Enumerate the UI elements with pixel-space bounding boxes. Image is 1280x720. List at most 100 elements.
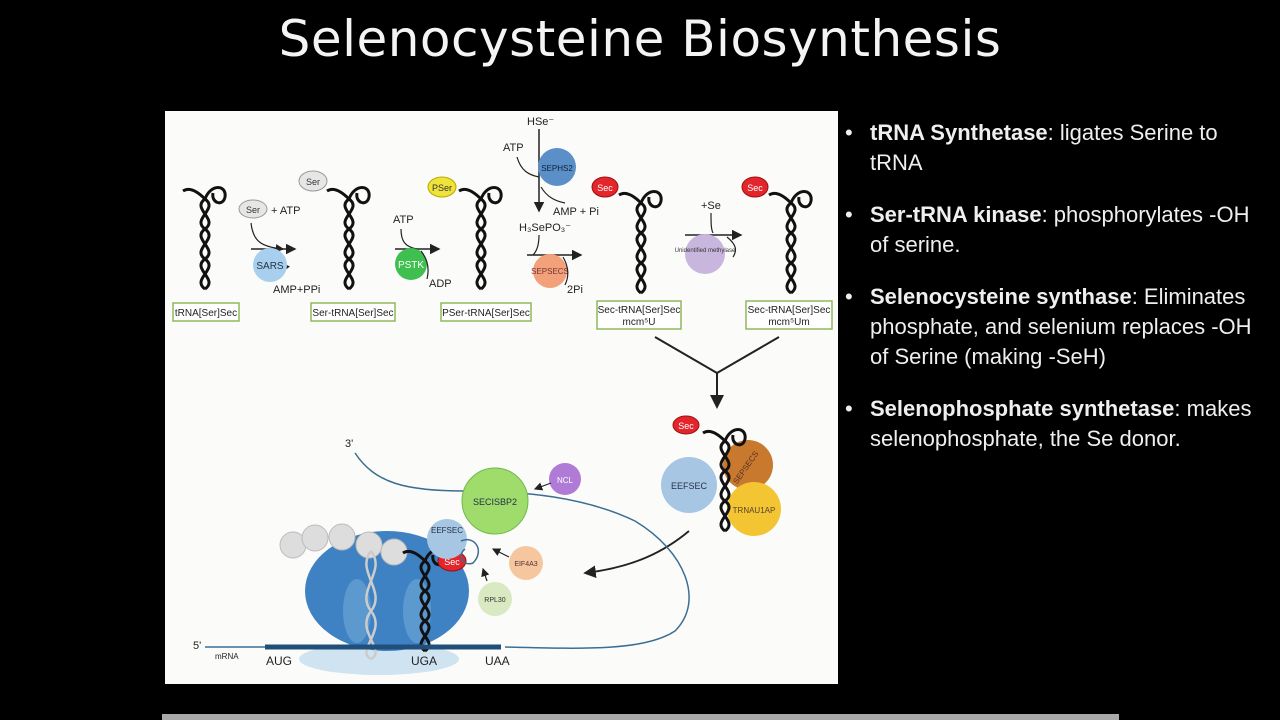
convergence-arrow (654, 336, 780, 409)
rpl30-label: RPL30 (484, 597, 506, 604)
secisbp2-protein (461, 467, 529, 535)
ser-tag-label: Ser (306, 177, 320, 187)
ncl-protein (549, 463, 581, 495)
amp-ppi: AMP+PPi (273, 284, 320, 296)
sepsecs-label: SEPSECS (531, 267, 569, 276)
slide-title: Selenocysteine Biosynthesis (278, 10, 1002, 68)
atp-label: ATP (393, 214, 414, 226)
ribosome-small-subunit (299, 643, 459, 675)
five-prime-label: 5' (193, 640, 201, 652)
trna-helix (767, 190, 813, 295)
atp-label-2: ATP (503, 142, 524, 154)
methylase-label: Unidentified methylase (675, 248, 736, 254)
trna-helix (457, 186, 503, 291)
eefsec-ribosome-label: EEFSEC (431, 526, 463, 535)
sepsecs-complex-protein (723, 440, 773, 490)
peptide-chain (279, 523, 408, 566)
label-box (310, 302, 396, 322)
trna-label: tRNA[Ser]Sec (175, 308, 237, 319)
secis-factors: EEFSEC SECISBP2 NCL EIF4A3 RPL30 (427, 463, 581, 616)
sec-tag-label: Sec (597, 183, 613, 193)
video-progress-bar[interactable] (162, 714, 1119, 720)
pser-tag (427, 176, 457, 198)
bullet-selenophosphate-synthetase: Selenophosphate synthetase: makes seleno… (843, 394, 1273, 454)
sephs2-label: SEPHS2 (541, 164, 573, 173)
trna-helix (181, 186, 227, 291)
trna-helix (325, 186, 371, 291)
sec-trna-mod-1: mcm⁵U (622, 317, 655, 328)
trnau1ap-protein (727, 482, 781, 536)
rpl30-protein (478, 582, 512, 616)
sars-enzyme (253, 248, 287, 282)
mrna-label: mRNA (215, 652, 239, 661)
sars-reaction: Ser + ATP SARS AMP+PPi (238, 199, 320, 296)
sec-trna-mod-2: mcm⁵Um (768, 317, 809, 328)
bullet-desc: : makes selenophosphate, the Se donor. (870, 396, 1252, 451)
pstk-enzyme (395, 248, 427, 280)
bullet-term: Selenocysteine synthase (870, 284, 1132, 309)
eefsec-complex: EEFSEC SEPSECS TRNAU1AP Sec (583, 415, 781, 578)
pser-tag-label: PSer (432, 183, 452, 193)
ribosome-translation: 3' Sec 5' mRNA AUG UGA UAA (193, 438, 690, 675)
trna-stage-5: Sec Sec-tRNA[Ser]Sec mcm⁵Um (741, 176, 833, 330)
sec-tag-label: Sec (444, 557, 460, 567)
bullet-term: tRNA Synthetase (870, 120, 1048, 145)
plus-atp: + ATP (271, 205, 300, 217)
adp-label: ADP (429, 278, 452, 290)
methylase-enzyme (685, 234, 725, 274)
sec-tag-label: Sec (678, 421, 694, 431)
mrna-3utr (354, 452, 690, 649)
pathway-diagram: tRNA[Ser]Sec Ser + ATP SARS AMP+PPi Ser … (172, 116, 833, 675)
bullet-desc: : Eliminates phosphate, and selenium rep… (870, 284, 1252, 369)
sec-tag (591, 176, 619, 198)
bullet-desc: : phosphorylates -OH of serine. (870, 202, 1250, 257)
aug-label: AUG (266, 654, 292, 668)
sars-label: SARS (256, 261, 284, 272)
sec-trna-label-1: Sec-tRNA[Ser]Sec (598, 305, 681, 316)
uaa-label: UAA (485, 654, 510, 668)
secisbp2-label: SECISBP2 (473, 497, 517, 507)
bullet-term: Selenophosphate synthetase (870, 396, 1175, 421)
bullet-term: Ser-tRNA kinase (870, 202, 1042, 227)
eefsec-ribosome (427, 519, 467, 559)
methylase-reaction: +Se Unidentified methylase (675, 200, 743, 274)
plus-se: +Se (701, 200, 721, 212)
trnau1ap-label: TRNAU1AP (733, 506, 776, 515)
ser-tag-label: Ser (246, 205, 260, 215)
sec-tag (672, 415, 700, 435)
selenocysteine-pathway-figure: tRNA[Ser]Sec Ser + ATP SARS AMP+PPi Ser … (165, 111, 838, 684)
trna-stage-3: PSer PSer-tRNA[Ser]Sec (427, 176, 532, 322)
pstk-reaction: ATP PSTK ADP (393, 214, 452, 290)
sephs2-sepsecs-reaction: HSe⁻ ATP SEPHS2 AMP + Pi H₃SePO₃⁻ SEPSEC… (503, 116, 599, 296)
sephs2-enzyme (538, 148, 576, 186)
trna-stage-4: Sec Sec-tRNA[Ser]Sec mcm⁵U (591, 176, 682, 330)
uga-label: UGA (411, 654, 437, 668)
trna-helix (617, 190, 663, 295)
label-box (596, 300, 682, 330)
three-prime-label: 3' (345, 438, 353, 450)
hse-label: HSe⁻ (527, 116, 554, 128)
trna-stage-2: Ser Ser-tRNA[Ser]Sec (298, 170, 396, 322)
pstk-label: PSTK (398, 260, 424, 271)
pser-trna-label: PSer-tRNA[Ser]Sec (442, 308, 530, 319)
eif4a3-protein (509, 546, 543, 580)
two-pi-label: 2Pi (567, 284, 583, 296)
eefsec-label: EEFSEC (671, 481, 708, 491)
sepsecs-enzyme (533, 254, 567, 288)
trna-stage-1: tRNA[Ser]Sec (172, 186, 240, 322)
bullet-trna-synthetase: tRNA Synthetase: ligates Serine to tRNA (843, 118, 1273, 178)
sec-trna-label-2: Sec-tRNA[Ser]Sec (748, 305, 831, 316)
ncl-label: NCL (557, 476, 574, 485)
bullet-list: tRNA Synthetase: ligates Serine to tRNA … (843, 118, 1273, 476)
ser-trna-label: Ser-tRNA[Ser]Sec (312, 308, 393, 319)
eefsec-protein (661, 457, 717, 513)
amp-pi: AMP + Pi (553, 206, 599, 218)
sec-tag (741, 176, 769, 198)
eif4a3-label: EIF4A3 (514, 561, 537, 568)
label-box (745, 300, 833, 330)
ser-tag (238, 199, 268, 219)
sec-tag-label: Sec (747, 183, 763, 193)
ser-tag (298, 170, 328, 192)
bullet-ser-trna-kinase: Ser-tRNA kinase: phosphorylates -OH of s… (843, 200, 1273, 260)
label-box (172, 302, 240, 322)
